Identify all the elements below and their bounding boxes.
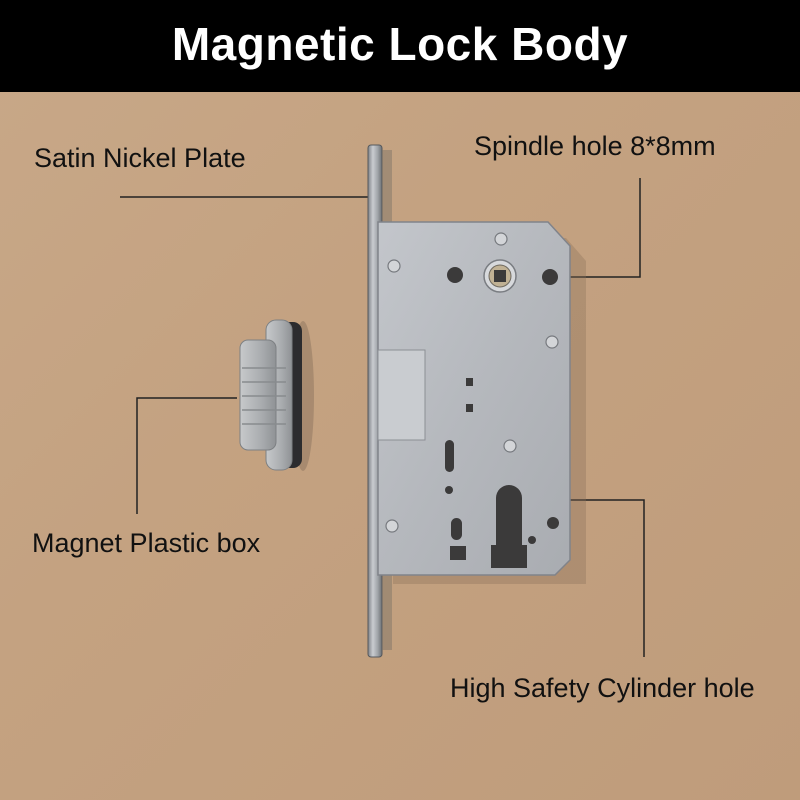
screw-icon	[503, 439, 517, 453]
cylinder-hole-icon	[491, 484, 527, 568]
cylinder-hole-label: High Safety Cylinder hole	[450, 673, 755, 703]
title-bar: Magnetic Lock Body	[0, 0, 800, 92]
slot-hole	[466, 378, 473, 386]
spindle-hub	[483, 259, 517, 293]
mounting-hole	[542, 269, 558, 285]
mounting-hole	[528, 536, 536, 544]
spindle-hole-label: Spindle hole 8*8mm	[474, 131, 716, 161]
screws	[385, 232, 559, 533]
screw-icon	[385, 519, 399, 533]
screw-icon	[387, 259, 401, 273]
slot-hole	[445, 440, 454, 472]
mounting-hole	[445, 486, 453, 494]
magnet-plastic-box-label: Magnet Plastic box	[32, 528, 261, 558]
satin-nickel-plate-label: Satin Nickel Plate	[34, 143, 246, 173]
mounting-hole	[547, 517, 559, 529]
magnet-plastic-box	[239, 319, 314, 471]
mounting-hole	[447, 267, 463, 283]
slot-hole	[466, 404, 473, 412]
holes	[445, 267, 559, 560]
screw-icon	[494, 232, 508, 246]
lock-case	[377, 221, 571, 576]
slot-hole	[451, 518, 462, 540]
slot-hole	[450, 546, 466, 560]
spindle-square-icon	[494, 270, 506, 282]
magnet-callout-line	[136, 397, 237, 514]
page-title: Magnetic Lock Body	[171, 18, 629, 70]
spindle-callout-line	[548, 178, 641, 278]
screw-icon	[545, 335, 559, 349]
